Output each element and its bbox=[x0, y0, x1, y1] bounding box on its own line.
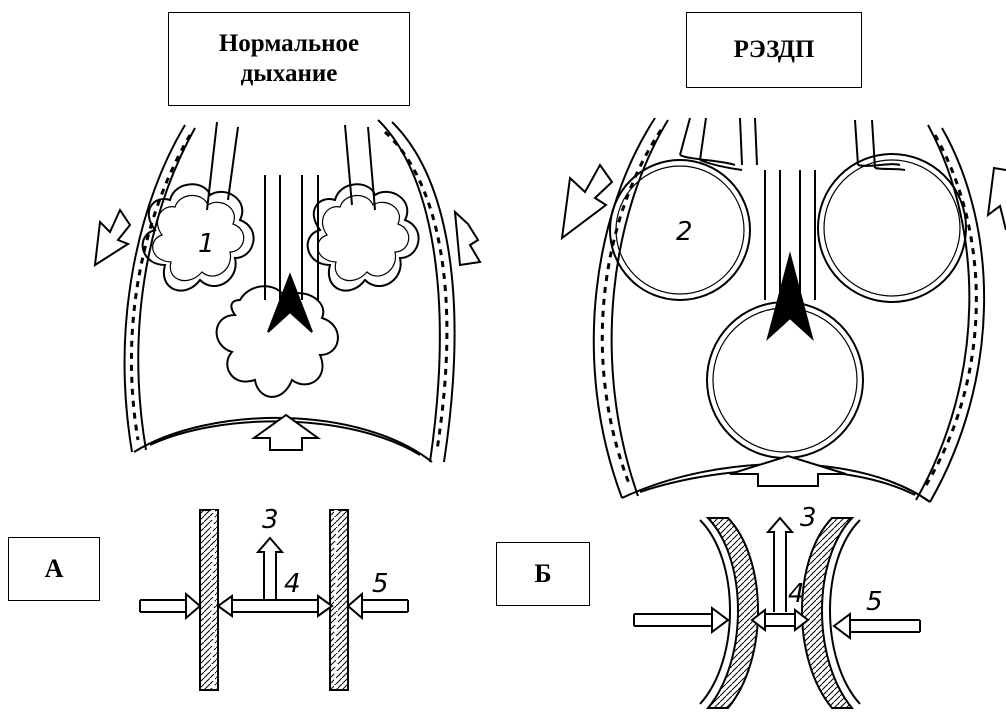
rezdp-chest-diagram bbox=[562, 118, 1006, 502]
callout-1: 1 bbox=[198, 229, 215, 259]
callout-4a: 4 bbox=[284, 569, 301, 599]
callout-3b: 3 bbox=[800, 503, 817, 533]
alveolus-rezdp-bottom bbox=[707, 302, 863, 458]
callout-2: 2 bbox=[676, 217, 693, 247]
diaphragm-arrow-up-b bbox=[730, 456, 846, 486]
lightning-left bbox=[95, 210, 130, 265]
normal-chest-diagram bbox=[95, 120, 480, 462]
alveolus-rezdp-right bbox=[818, 154, 966, 302]
lightning-right bbox=[455, 212, 480, 265]
chest-wall-right bbox=[378, 120, 440, 462]
detail-a bbox=[140, 510, 408, 690]
callout-4b: 4 bbox=[788, 579, 805, 609]
callout-5b: 5 bbox=[866, 587, 883, 617]
alveolus-normal-bottom bbox=[217, 286, 338, 397]
membrane-a-right bbox=[330, 510, 348, 690]
alveolus-normal-right bbox=[308, 184, 419, 290]
callout-5a: 5 bbox=[372, 569, 389, 599]
callout-3a: 3 bbox=[262, 505, 279, 535]
lightning-left-b bbox=[562, 165, 612, 238]
lightning-right-b bbox=[988, 168, 1006, 230]
membrane-a-left bbox=[200, 510, 218, 690]
